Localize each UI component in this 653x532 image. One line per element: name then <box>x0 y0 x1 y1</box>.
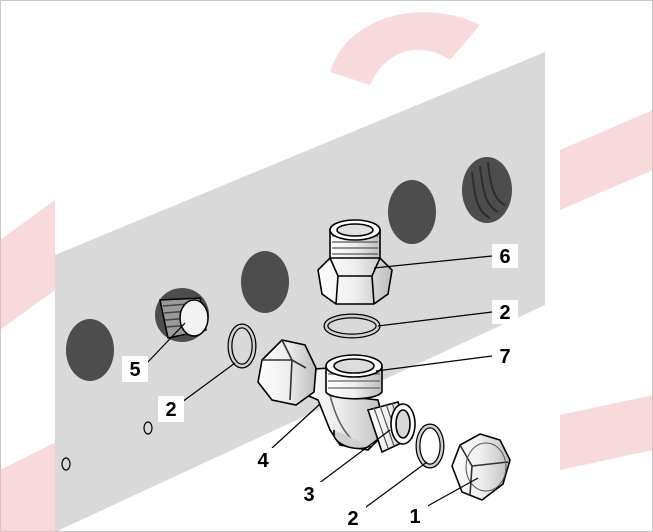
callout-4: 4 <box>257 450 269 472</box>
callout-1-box <box>402 504 428 528</box>
callout-2-left: 2 <box>165 399 176 421</box>
item-5-threaded-stub <box>155 288 209 342</box>
panel-hole-middle <box>241 251 289 313</box>
item-3-threaded-outlet <box>366 401 416 454</box>
callout-7: 7 <box>499 346 510 368</box>
callout-2-upper-box <box>492 300 518 324</box>
watermark-logo <box>0 12 653 532</box>
callout-1: 1 <box>409 506 420 528</box>
small-ring-1 <box>143 421 153 435</box>
callout-5-box <box>122 356 148 382</box>
callout-7-box <box>492 344 518 368</box>
callout-4-box <box>250 448 276 472</box>
callout-5: 5 <box>129 359 140 381</box>
panel-hole-threaded <box>462 157 512 223</box>
item-1-cap-nut <box>451 433 511 501</box>
leader-lines <box>145 255 493 511</box>
callout-2-left-box <box>158 396 184 422</box>
callout-3-box <box>296 482 322 506</box>
callout-6-box <box>492 244 518 268</box>
callout-3: 3 <box>303 484 314 506</box>
small-ring-2 <box>61 457 71 471</box>
callout-2-upper: 2 <box>499 302 510 324</box>
callout-6: 6 <box>499 246 510 268</box>
item-6-fitting-nut <box>317 219 393 305</box>
panel-hole-far-left <box>66 319 114 381</box>
callout-2-lower: 2 <box>347 508 358 530</box>
item-7-tee-outlet <box>325 354 383 400</box>
item-4-tee-fitting <box>257 339 387 451</box>
callout-2-lower-box <box>340 506 366 530</box>
panel-hole-right <box>388 180 436 244</box>
